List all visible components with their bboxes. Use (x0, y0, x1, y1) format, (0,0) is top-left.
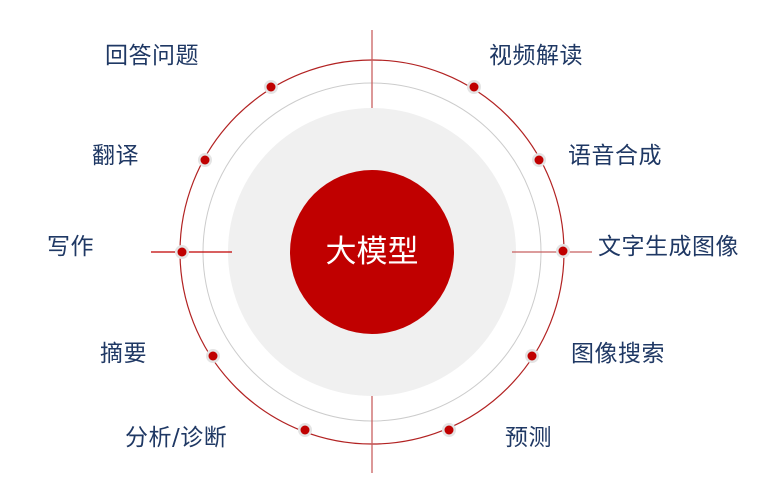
dot-icon (298, 423, 312, 437)
label-summary: 摘要 (100, 341, 147, 367)
label-prediction: 预测 (505, 425, 552, 451)
dot-icon (525, 349, 539, 363)
dot-icon (175, 245, 189, 259)
label-speech-synthesis: 语音合成 (568, 143, 662, 169)
label-image-search: 图像搜索 (571, 341, 665, 367)
label-translation: 翻译 (92, 143, 139, 169)
dot-icon (198, 153, 212, 167)
dot-icon (206, 349, 220, 363)
dot-icon (442, 423, 456, 437)
center-title: 大模型 (325, 234, 419, 270)
dot-icon (532, 153, 546, 167)
dot-icon (264, 80, 278, 94)
dot-icon (556, 244, 570, 258)
label-answer-questions: 回答问题 (105, 43, 199, 69)
ring-dots (175, 80, 570, 437)
label-writing: 写作 (47, 234, 94, 260)
center-disk (290, 170, 454, 334)
label-video-interpretation: 视频解读 (489, 43, 583, 69)
dot-icon (467, 80, 481, 94)
label-text-to-image: 文字生成图像 (598, 234, 739, 260)
label-analysis-diagnosis: 分析/诊断 (125, 425, 228, 451)
